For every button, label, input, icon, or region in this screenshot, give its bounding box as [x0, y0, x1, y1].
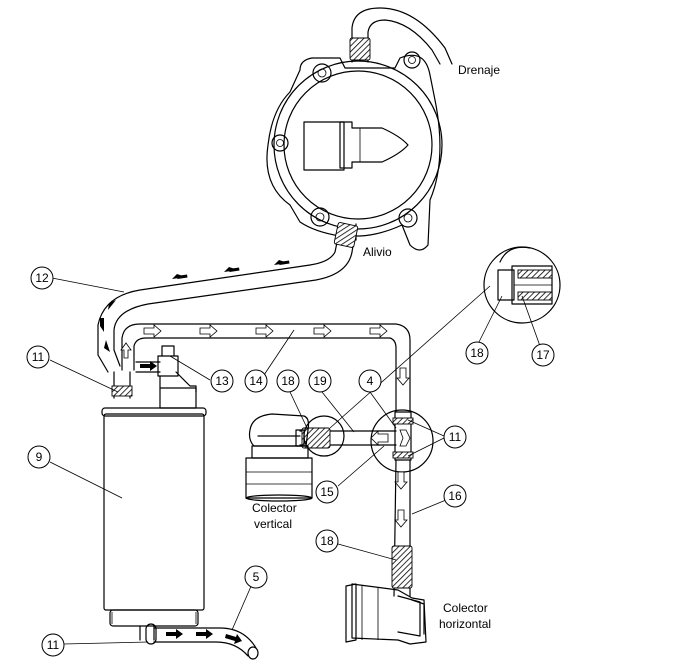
callout-18-upper: 18: [276, 369, 300, 393]
label-alivio: Alivio: [363, 245, 392, 259]
hose-16: [391, 459, 413, 597]
leader-lines: [49, 277, 541, 645]
callout-5: 5: [244, 565, 268, 589]
svg-text:4: 4: [367, 374, 374, 388]
callout-4: 4: [358, 369, 382, 393]
svg-text:17: 17: [536, 348, 550, 362]
hose-5: [145, 623, 259, 660]
flow-arrow-open: [120, 324, 410, 386]
valve-plunger: [303, 121, 409, 171]
svg-text:5: 5: [253, 570, 260, 584]
flow-arrow: [100, 260, 290, 352]
svg-text:13: 13: [215, 374, 229, 388]
label-colector-horizontal-2: horizontal: [439, 617, 491, 631]
svg-text:18: 18: [470, 346, 484, 360]
svg-text:11: 11: [32, 350, 45, 364]
svg-text:15: 15: [320, 485, 334, 499]
svg-text:18: 18: [320, 534, 334, 548]
callout-9: 9: [27, 445, 51, 469]
svg-text:12: 12: [35, 271, 49, 285]
svg-text:18: 18: [281, 374, 295, 388]
callout-15: 15: [315, 480, 339, 504]
flow-arrow: [166, 629, 242, 644]
callout-11-top: 11: [26, 345, 50, 369]
hose-12: [97, 222, 359, 373]
svg-text:11: 11: [449, 430, 462, 444]
callout-12: 12: [30, 266, 54, 290]
hose-13: [135, 345, 197, 409]
callout-13: 13: [210, 369, 234, 393]
relief-hose-clamp: [333, 222, 359, 248]
callout-16: 16: [443, 484, 467, 508]
drain-hose-clamp: [349, 37, 371, 61]
canister-9: [101, 371, 207, 641]
callout-11-right: 11: [443, 425, 467, 449]
vertical-collector: [245, 413, 313, 502]
hose-14: [120, 323, 411, 413]
callout-17: 17: [531, 343, 555, 367]
svg-text:16: 16: [448, 489, 462, 503]
svg-text:14: 14: [249, 374, 263, 388]
label-colector-horizontal-1: Colector: [443, 601, 488, 615]
svg-text:11: 11: [47, 638, 60, 652]
svg-text:19: 19: [313, 374, 327, 388]
callout-18-detail: 18: [465, 341, 489, 365]
relief-valve-housing: [266, 7, 453, 251]
callout-18-lower: 18: [315, 529, 339, 553]
callout-11-bottom: 11: [41, 633, 65, 657]
callout-14: 14: [244, 369, 268, 393]
detail-view: [483, 246, 561, 324]
callout-19: 19: [308, 369, 332, 393]
label-drenaje: Drenaje: [458, 63, 500, 77]
horizontal-collector: [345, 583, 427, 645]
mounting-boss: [271, 51, 421, 228]
label-colector-vertical-1: Colector: [252, 501, 297, 515]
label-colector-vertical-2: vertical: [254, 517, 292, 531]
t-junction-4: [370, 409, 434, 473]
svg-text:9: 9: [36, 450, 43, 464]
